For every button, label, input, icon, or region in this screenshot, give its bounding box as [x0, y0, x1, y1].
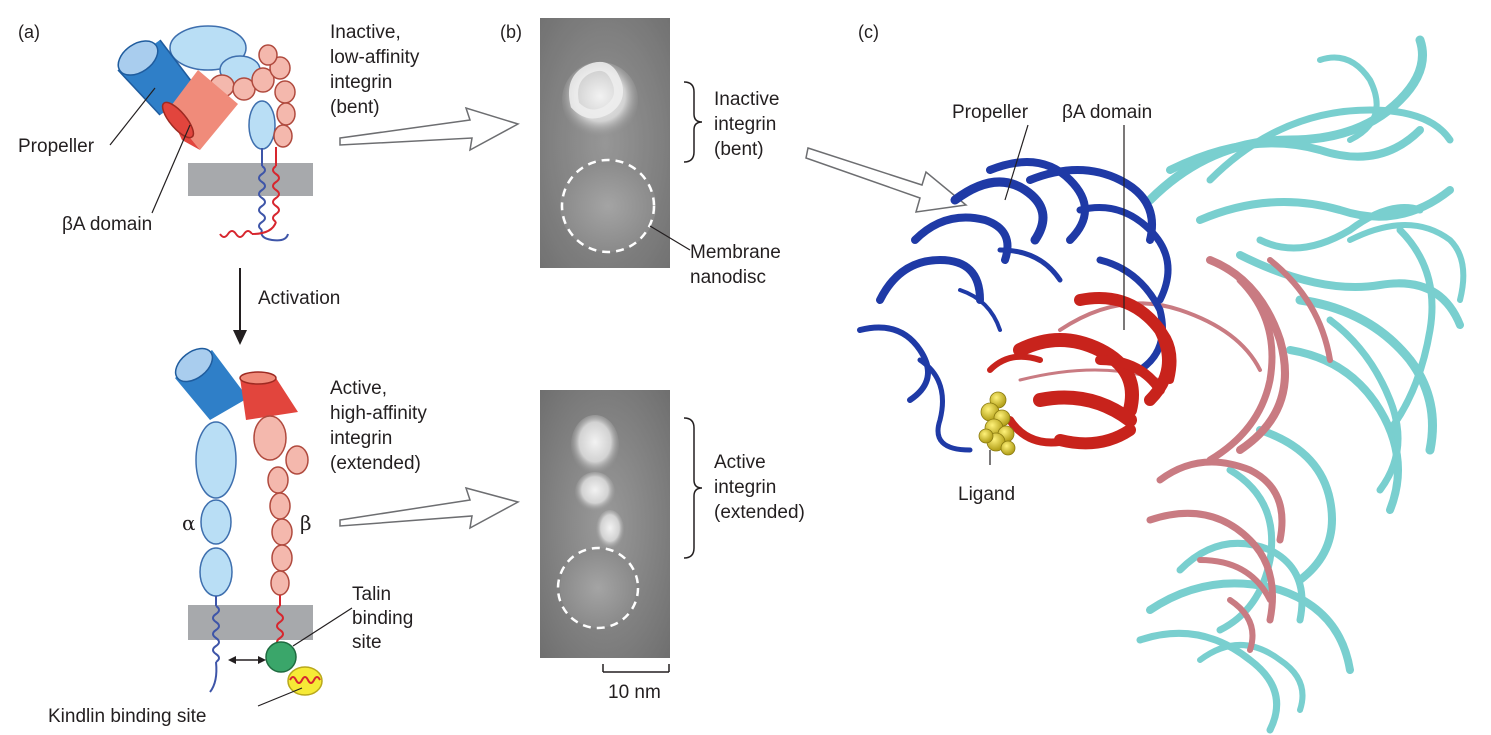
- beta-domain-6: [276, 102, 296, 126]
- talin-binding-site-label: Talin binding site: [352, 584, 419, 653]
- em-image-active: [540, 390, 670, 658]
- scale-bar: [602, 664, 670, 673]
- ba-domain-label-a: βA domain: [62, 214, 152, 235]
- panel-label-c: (c): [858, 22, 879, 42]
- membrane-nanodisc-label: Membrane nanodisc: [690, 242, 786, 288]
- inactive-integrin-label: Inactive, low-affinity integrin (bent): [330, 22, 425, 118]
- inactive-integrin-em-label: Inactive integrin (bent): [714, 89, 785, 160]
- hollow-arrow-top: [339, 106, 520, 152]
- ba-domain-bottom: [239, 371, 298, 420]
- kindlin-binding-site-circle: [287, 666, 323, 696]
- beta-hybrid: [253, 415, 287, 461]
- bracket-active: [683, 417, 703, 559]
- active-integrin-em-label: Active integrin (extended): [714, 452, 805, 523]
- beta-egf-3: [271, 518, 293, 546]
- beta-domain-8: [258, 44, 278, 66]
- alpha-tm-helix-bottom: [212, 605, 220, 663]
- alpha-calf-1: [200, 499, 232, 545]
- beta-domain-4: [269, 56, 291, 80]
- hollow-arrow-bottom: [339, 486, 521, 530]
- propeller-label-a: Propeller: [18, 136, 95, 157]
- talin-binding-site-circle: [265, 641, 297, 673]
- scale-bar-label: 10 nm: [608, 682, 661, 703]
- panel-label-a: (a): [18, 22, 40, 42]
- hollow-arrow-to-c: [805, 147, 968, 213]
- ba-domain-label-c: βA domain: [1062, 102, 1152, 123]
- red-ba-ribbon: [987, 292, 1177, 450]
- cyan-ribbon-domain: [1136, 35, 1467, 734]
- alpha-calf-domain: [248, 100, 276, 150]
- activation-label: Activation: [258, 288, 340, 309]
- alpha-thigh: [195, 421, 237, 499]
- panel-label-b: (b): [500, 22, 522, 42]
- ligand-label-c: Ligand: [958, 484, 1015, 505]
- propeller-domain-top: [117, 39, 199, 116]
- beta-domain-3: [251, 67, 275, 93]
- beta-domain-7: [273, 124, 293, 148]
- active-integrin-schematic: [174, 347, 353, 707]
- beta-label: β: [300, 511, 312, 535]
- alpha-label: α: [182, 511, 196, 535]
- ba-domain-top: [161, 70, 238, 150]
- inactive-integrin-schematic: [109, 25, 313, 242]
- nanodisc-dashed-circle-top: [560, 158, 656, 254]
- beta-egf-2: [269, 492, 291, 520]
- beta-egf-1: [267, 466, 289, 494]
- active-integrin-label: Active, high-affinity integrin (extended…: [330, 378, 432, 474]
- alpha-tm-helix-top: [258, 165, 266, 231]
- alpha-calf-2: [199, 547, 233, 597]
- nanodisc-disc-bottom: [560, 548, 636, 628]
- nanodisc-disc-top: [560, 160, 656, 252]
- em-image-inactive: [540, 18, 670, 268]
- kindlin-binding-site-label: Kindlin binding site: [48, 706, 206, 727]
- nanodisc-dashed-circle-bottom: [556, 546, 640, 630]
- bracket-inactive: [683, 81, 703, 163]
- beta-domain-5: [274, 80, 296, 104]
- membrane-nanodisc-leader: [649, 225, 691, 251]
- propeller-label-c: Propeller: [952, 102, 1029, 123]
- beta-tm-helix-top: [272, 165, 280, 223]
- ligand-molecule: [978, 391, 1016, 456]
- propeller-domain-bottom: [174, 347, 248, 420]
- beta-egf-4: [271, 544, 293, 572]
- membrane-bar-top: [188, 163, 313, 196]
- propeller-leader-c: [1004, 124, 1029, 201]
- membrane-bar-bottom: [188, 605, 313, 640]
- ribbon-structure: [857, 35, 1467, 734]
- beta-tail-domain: [270, 570, 290, 596]
- beta-psi: [285, 445, 309, 475]
